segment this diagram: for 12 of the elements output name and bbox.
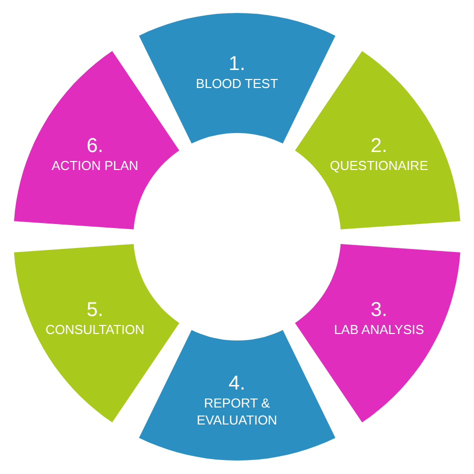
step-label: LAB ANALYSIS xyxy=(334,320,424,338)
step-label: REPORT & EVALUATION xyxy=(196,394,278,428)
step-label: BLOOD TEST xyxy=(196,75,278,92)
step-number: 4. xyxy=(228,372,246,394)
step-label: QUESTIONAIRE xyxy=(330,156,428,174)
step-label: CONSULTATION xyxy=(45,320,144,338)
step-number: 2. xyxy=(370,134,388,157)
step-number: 5. xyxy=(86,298,104,321)
step-number: 6. xyxy=(86,134,104,157)
step-number: 1. xyxy=(228,53,246,75)
step-label: ACTION PLAN xyxy=(52,156,138,174)
step-number: 3. xyxy=(370,298,388,321)
